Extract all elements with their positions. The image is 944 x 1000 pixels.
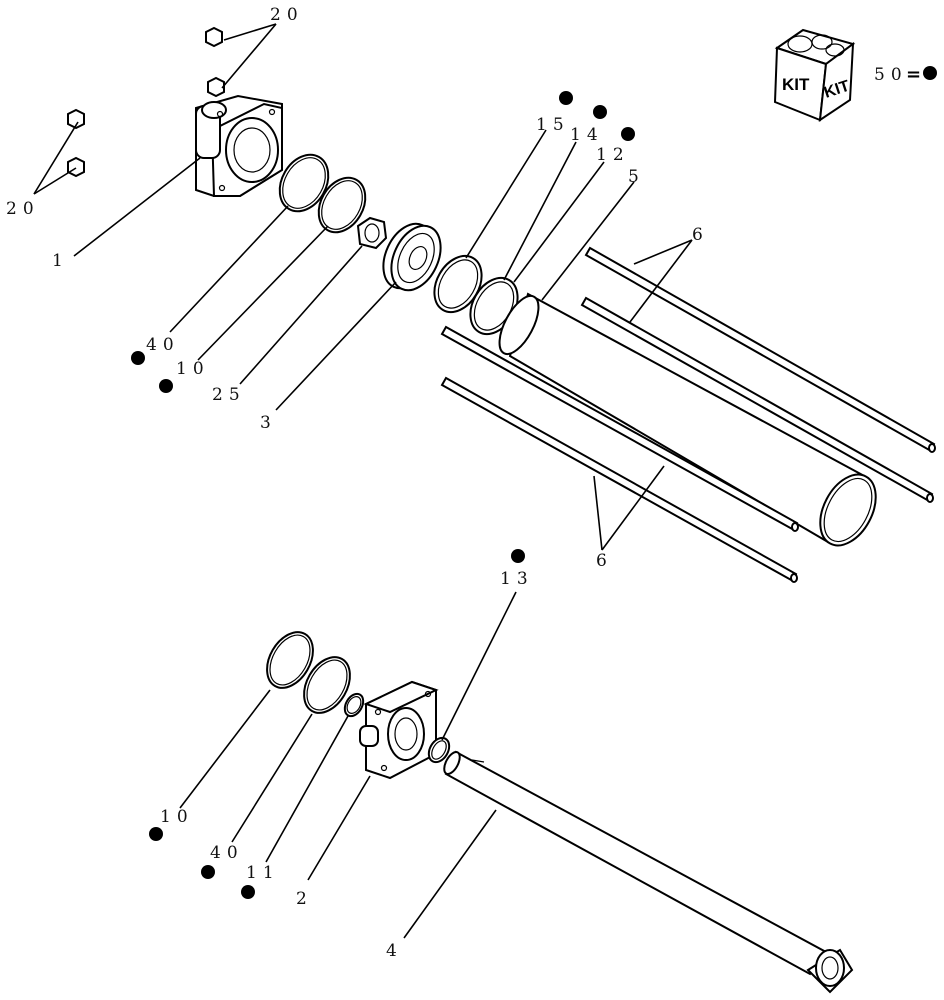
kit-legend-dot [923,66,937,80]
cylinder-tube-part-5 [498,292,877,547]
callout-25: 25 [212,385,246,405]
callout-10-lower: 10 [160,807,194,827]
kit-box-icon: KIT KIT [773,28,856,123]
nut-20-left-2 [67,156,85,178]
callout-2: 2 [296,889,313,909]
tie-rod-part-6-c [440,325,799,532]
leader-lines [33,23,693,939]
rod-end-head-part-2 [359,680,439,780]
callout-11: 11 [246,863,280,883]
callout-40-upper: 40 [146,335,180,355]
tie-rod-part-6-b [580,296,934,503]
seal-part-13 [427,736,451,764]
callout-20-top: 20 [270,5,304,25]
callout-5: 5 [628,167,645,187]
o-ring-part-10-lower [266,631,314,689]
o-ring-part-11 [343,692,365,718]
o-ring-part-40-lower [303,656,351,714]
kit-label-left: KIT [782,75,810,94]
cap-end-head-part-1 [195,94,283,197]
callout-4: 4 [386,941,403,961]
nut-part-25 [356,216,388,250]
callout-20-left: 20 [6,199,40,219]
kit-legend-number: 50 [874,65,908,85]
callout-13: 13 [500,569,534,589]
o-ring-part-10-upper [317,176,367,234]
callout-12: 12 [596,145,630,165]
callout-14: 14 [570,125,604,145]
nut-20-top-1 [205,26,223,48]
nut-20-left-1 [67,108,85,130]
callout-40-lower: 40 [210,843,244,863]
callout-15: 15 [536,115,570,135]
tie-rod-part-6-d [440,376,798,583]
piston-rod-part-4 [443,750,854,994]
kit-indicator-dots [131,91,635,899]
callout-6-bottom: 6 [596,551,613,571]
tie-rod-part-6-a [584,246,936,453]
kit-legend-equals: = [906,64,921,85]
nut-20-top-2 [207,76,225,98]
callout-1: 1 [52,251,69,271]
callout-3: 3 [260,413,277,433]
callout-10-upper: 10 [176,359,210,379]
callout-6-top: 6 [692,225,709,245]
piston-part-3 [382,222,442,292]
